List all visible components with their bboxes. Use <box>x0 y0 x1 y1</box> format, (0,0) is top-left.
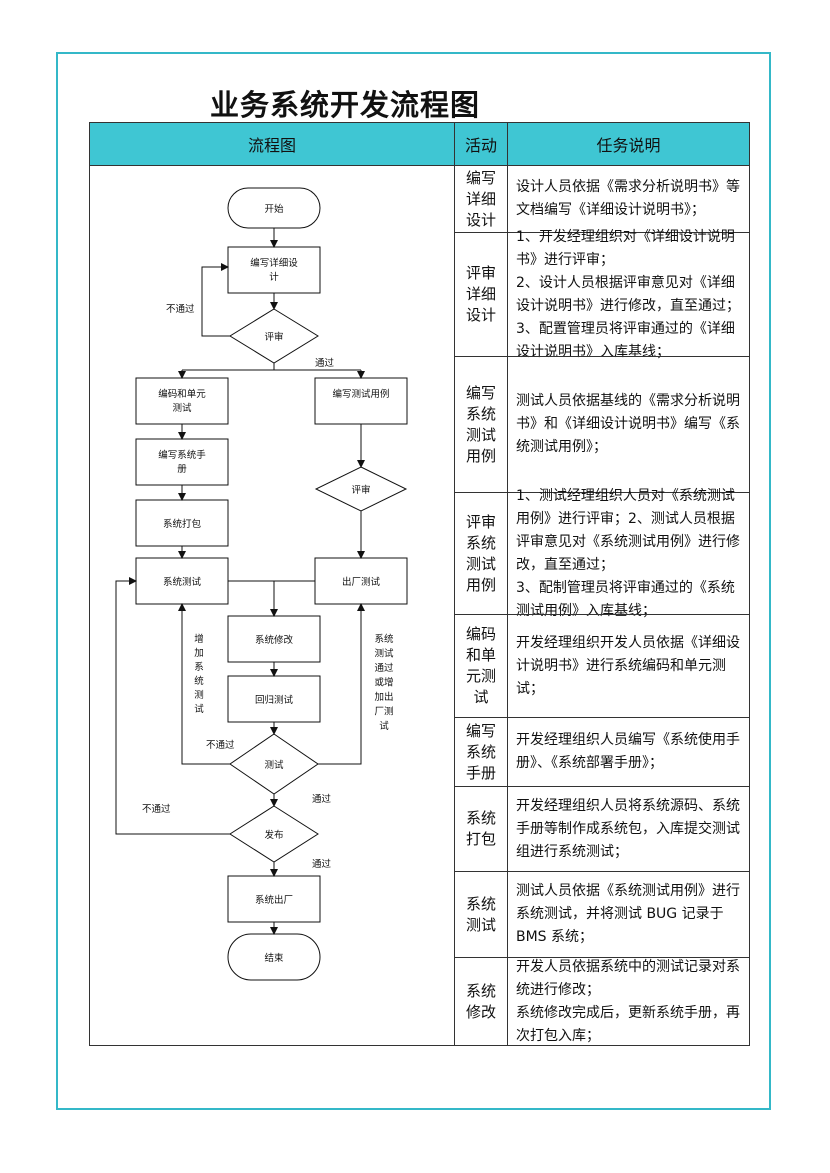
row-activity: 系统打包 <box>465 809 496 848</box>
review-label: 评审 <box>264 331 283 343</box>
row-activity: 编写系统手册 <box>465 721 496 782</box>
regression-label: 回归测试 <box>255 694 294 706</box>
description-item: 开发人员依据系统中的测试记录对系统进行修改； <box>516 959 740 998</box>
row-description: 测试人员依据《系统测试用例》进行系统测试，并将测试 BUG 记录于 BMS 系统… <box>508 872 750 957</box>
row-activity: 系统修改 <box>465 982 496 1021</box>
end-label: 结束 <box>264 952 284 964</box>
write-design-box <box>227 246 321 294</box>
factory-test-label: 出厂测试 <box>342 576 381 588</box>
write-design-label: 编写详细设计 <box>250 257 298 283</box>
row-activity: 编写系统测试用例 <box>465 383 496 465</box>
sys-test-label: 系统测试 <box>163 576 202 588</box>
row-description: 开发经理组织开发人员依据《详细设计说明书》进行系统编码和单元测试； <box>508 615 750 717</box>
row-description: 开发经理组织人员将系统源码、系统手册等制作成系统包，入库提交测试组进行系统测试； <box>508 787 750 871</box>
description-item: 3、配置管理员将评审通过的《详细设计说明书》入库基线； <box>516 320 735 360</box>
loop-test-factory <box>318 603 365 765</box>
description-item: 1、开发经理组织对《详细设计说明书》进行评审； <box>516 228 735 268</box>
description-text: 开发经理组织开发人员依据《详细设计说明书》进行系统编码和单元测试； <box>516 634 740 697</box>
package-label: 系统打包 <box>163 518 202 530</box>
row-description: 1、测试经理组织人员对《系统测试用例》进行评审；2、测试人员根据评审意见对《系统… <box>508 488 750 619</box>
page-frame <box>56 52 771 1110</box>
description-text: 设计人员依据《需求分析说明书》等文档编写《详细设计说明书》； <box>516 179 740 218</box>
fail-3-label: 不通过 <box>142 803 171 815</box>
description-text: 测试人员依据《系统测试用例》进行系统测试，并将测试 BUG 记录于 BMS 系统… <box>516 883 740 945</box>
page-title: 业务系统开发流程图 <box>210 88 481 122</box>
fail-2-label: 不通过 <box>206 739 235 751</box>
flowchart: 开始编写详细设计评审不通过通过编码和单元测试编写测试用例编写系统手册评审系统打包… <box>115 187 408 981</box>
write-manual-label: 编写系统手册 <box>158 449 206 475</box>
process-table: 流程图 活动 任务说明 编写详细设计设计人员依据《需求分析说明书》等文档编写《详… <box>89 122 750 1046</box>
pass-3-label: 通过 <box>312 858 332 870</box>
write-test-cases-box <box>314 377 408 425</box>
row-description: 开发人员依据系统中的测试记录对系统进行修改； 系统修改完成后，更新系统手册，再次打… <box>508 958 750 1046</box>
description-item: 1、测试经理组织人员对《系统测试用例》进行评审；2、测试人员根据评审意见对《系统… <box>516 487 740 573</box>
sys-fix-label: 系统修改 <box>255 634 294 646</box>
description-text: 开发经理组织人员编写《系统使用手册》、《系统部署手册》； <box>516 732 740 771</box>
test-label: 测试 <box>264 759 284 771</box>
loop-review-fail <box>201 263 230 337</box>
fail-1-label: 不通过 <box>166 303 195 315</box>
header-description: 任务说明 <box>508 123 749 165</box>
row-activity: 编写详细设计 <box>465 168 496 229</box>
code-unit-label: 编码和单元测试 <box>158 388 206 414</box>
loop-release-fail <box>115 577 230 835</box>
row-description: 设计人员依据《需求分析说明书》等文档编写《详细设计说明书》； <box>508 166 750 232</box>
description-text: 开发经理组织人员将系统源码、系统手册等制作成系统包，入库提交测试组进行系统测试； <box>516 797 740 860</box>
add-test-label: 增加系统测试 <box>194 633 204 715</box>
release-label: 发布 <box>264 829 283 841</box>
pass-1-label: 通过 <box>315 357 335 369</box>
review-2-label: 评审 <box>351 484 370 496</box>
row-description: 开发经理组织人员编写《系统使用手册》、《系统部署手册》； <box>508 718 750 786</box>
code-unit-box <box>135 377 229 425</box>
pass-2-label: 通过 <box>312 793 332 805</box>
row-activity: 编码和单元测试 <box>465 625 496 706</box>
write-manual-box <box>135 438 229 486</box>
start-label: 开始 <box>264 203 284 215</box>
row-activity: 系统测试 <box>465 894 496 934</box>
row-description: 1、开发经理组织对《详细设计说明书》进行评审； 2、设计人员根据评审意见对《详细设… <box>508 229 750 360</box>
description-item: 2、设计人员根据评审意见对《详细设计说明书》进行修改，直至通过； <box>516 274 740 314</box>
header-activity: 活动 <box>455 123 507 165</box>
write-test-cases-label: 编写测试用例 <box>332 388 389 400</box>
loop-test-fail <box>178 603 230 765</box>
row-description: 测试人员依据基线的《需求分析说明书》和《详细设计说明书》编写《系统测试用例》； <box>508 357 750 492</box>
ship-label: 系统出厂 <box>255 894 293 906</box>
row-activity: 评审系统测试用例 <box>465 512 496 594</box>
row-activity: 评审详细设计 <box>465 264 496 324</box>
factory-note-label: 系统测试通过或增加出厂测试 <box>374 633 394 732</box>
description-text: 测试人员依据基线的《需求分析说明书》和《详细设计说明书》编写《系统测试用例》； <box>516 393 740 455</box>
header-flow: 流程图 <box>90 123 454 165</box>
description-item: 系统修改完成后，更新系统手册，再次打包入库； <box>516 1005 740 1044</box>
